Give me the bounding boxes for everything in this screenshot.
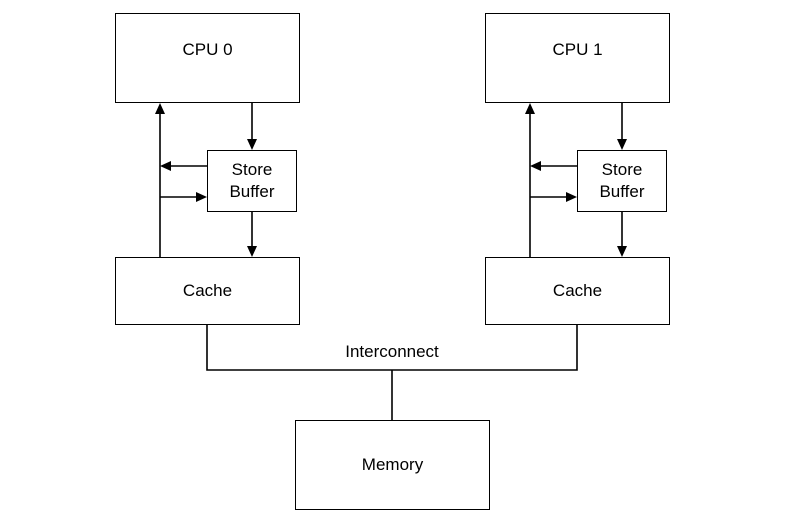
memory-box: Memory xyxy=(295,420,490,510)
storebuffer1-to-cache1-arrow xyxy=(617,212,627,257)
storebuffer1-label-line2: Buffer xyxy=(599,182,645,201)
cpu0-box: CPU 0 xyxy=(115,13,300,103)
interconnect-label: Interconnect xyxy=(345,342,439,361)
cache1-label: Cache xyxy=(552,281,603,300)
storebuffer0-to-cpu0path-arrow xyxy=(160,161,207,171)
cache1-to-cpu1-arrow xyxy=(525,103,535,257)
storebuffer1-box: Store Buffer xyxy=(577,150,667,212)
memory-label: Memory xyxy=(361,455,424,474)
cpu1-box: CPU 1 xyxy=(485,13,670,103)
storebuffer1-label-line1: Store xyxy=(601,159,643,179)
storebuffer0-label-line1: Store xyxy=(231,159,273,179)
storebuffer0-label-line2: Buffer xyxy=(229,182,275,201)
storebuffer0-to-cache0-arrow xyxy=(247,212,257,257)
cpu0path-to-storebuffer0-arrow xyxy=(160,192,207,202)
cache0-to-cpu0-arrow xyxy=(155,103,165,257)
storebuffer1-to-cpu1path-arrow xyxy=(530,161,577,171)
cache0-box: Cache xyxy=(115,257,300,325)
cache0-label: Cache xyxy=(182,281,233,300)
cpu0-label: CPU 0 xyxy=(182,40,233,59)
cpu1-label: CPU 1 xyxy=(552,40,603,59)
cache1-box: Cache xyxy=(485,257,670,325)
storebuffer0-box: Store Buffer xyxy=(207,150,297,212)
cpu0-to-storebuffer0-arrow xyxy=(247,103,257,150)
cpu1path-to-storebuffer1-arrow xyxy=(530,192,577,202)
cpu1-to-storebuffer1-arrow xyxy=(617,103,627,150)
